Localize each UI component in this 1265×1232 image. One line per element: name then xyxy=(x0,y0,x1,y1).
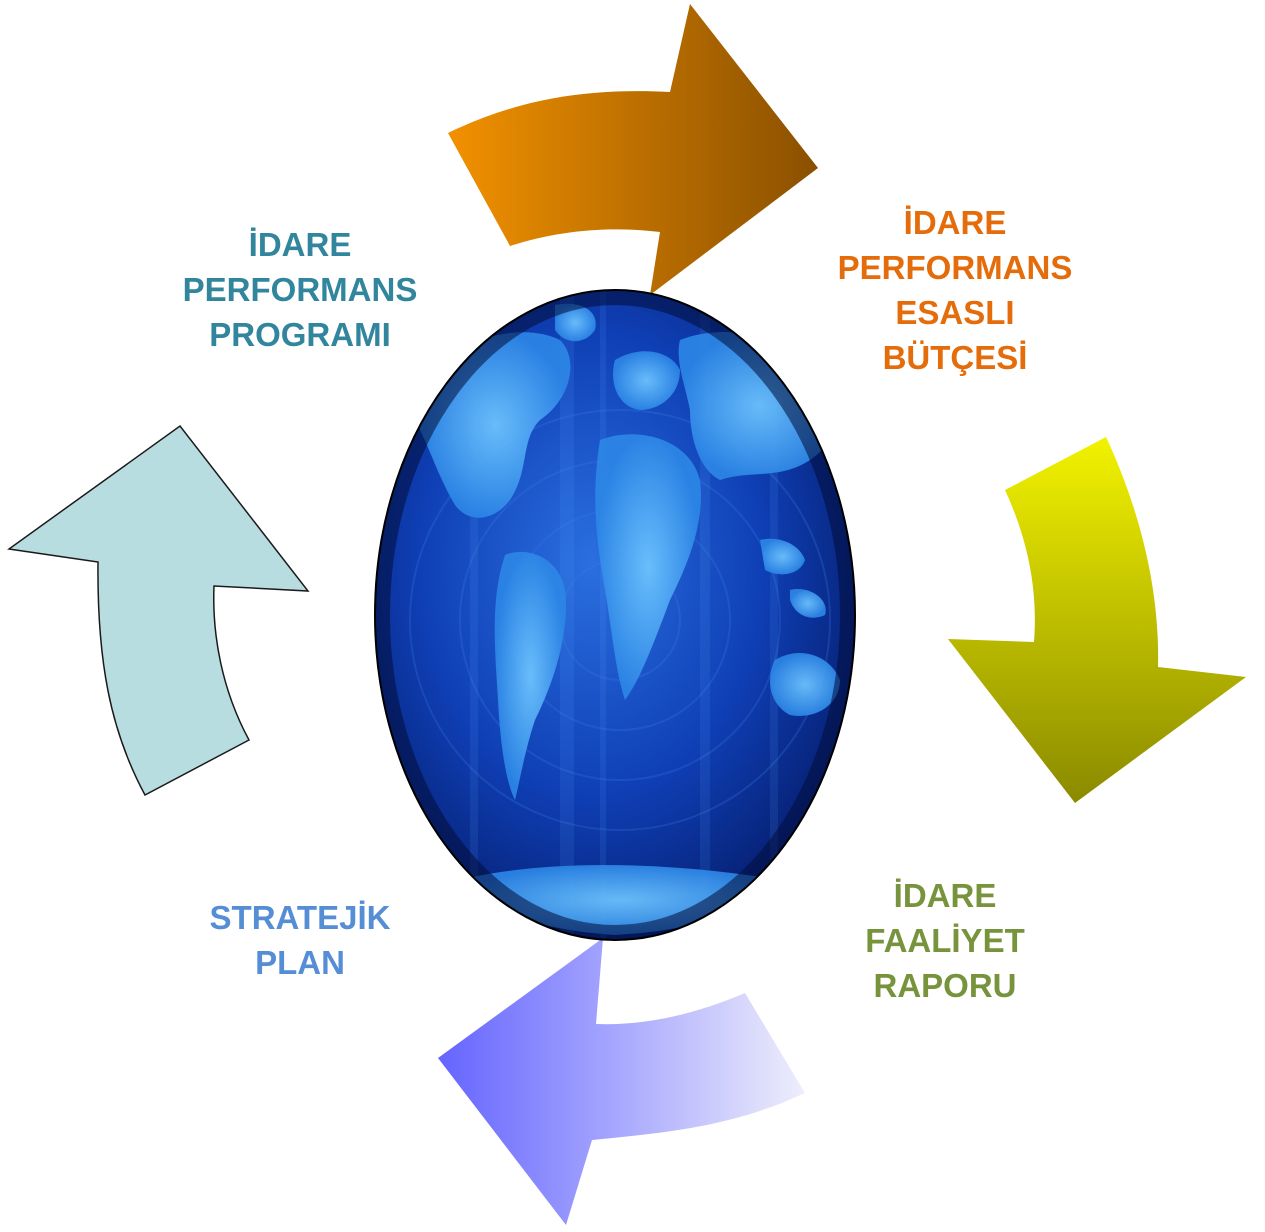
step-label-line: FAALİYET xyxy=(865,922,1025,959)
teal-arrow xyxy=(7,424,310,797)
step-label-line: PERFORMANS xyxy=(837,249,1073,286)
world-map-globe xyxy=(374,289,856,941)
orange-arrow xyxy=(448,4,818,295)
step-label-line: İDARE xyxy=(248,226,352,263)
step-label-line: ESASLI xyxy=(895,294,1015,331)
yellow-arrow xyxy=(948,437,1246,803)
step-label-idare-faaliyet-raporu: İDARE FAALİYET RAPORU xyxy=(820,873,1070,1008)
step-label-idare-performans-programi: İDARE PERFORMANS PROGRAMI xyxy=(150,222,450,357)
step-label-line: İDARE xyxy=(893,877,997,914)
step-label-stratejik-plan: STRATEJİK PLAN xyxy=(150,895,450,985)
step-label-idare-performans-esasli-butcesi: İDARE PERFORMANS ESASLI BÜTÇESİ xyxy=(795,200,1115,380)
step-label-line: PROGRAMI xyxy=(209,316,391,353)
step-label-line: İDARE xyxy=(903,204,1007,241)
step-label-line: BÜTÇESİ xyxy=(882,339,1028,376)
step-label-line: RAPORU xyxy=(873,967,1017,1004)
step-label-line: PERFORMANS xyxy=(182,271,418,308)
step-label-line: STRATEJİK xyxy=(209,899,391,936)
step-label-line: PLAN xyxy=(255,944,345,981)
purple-arrow xyxy=(438,938,805,1225)
